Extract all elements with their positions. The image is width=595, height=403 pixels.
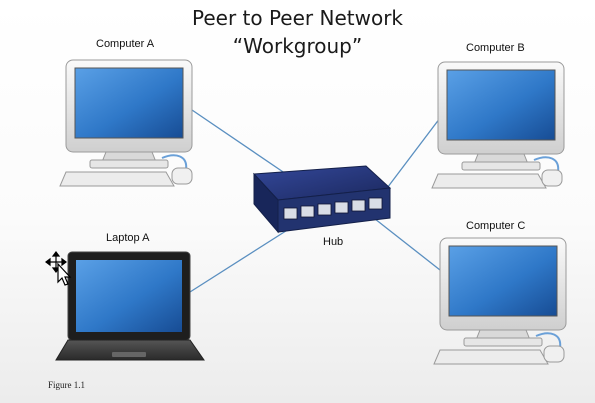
computer-c-monitor-icon <box>433 237 567 365</box>
figure-caption: Figure 1.1 <box>48 380 85 390</box>
computer-c-label: Computer C <box>466 220 526 232</box>
computer-b-label: Computer B <box>466 42 525 54</box>
diagram-title: Peer to Peer Network <box>191 6 403 30</box>
cable-computer-c <box>369 214 441 271</box>
hub-icon <box>252 165 392 234</box>
laptop-a-label: Laptop A <box>106 232 150 244</box>
diagram-subtitle: “Workgroup” <box>232 34 363 58</box>
computer-a-label: Computer A <box>96 38 155 50</box>
cable-computer-a <box>191 109 293 179</box>
laptop-a-icon <box>55 251 205 361</box>
computer-b-monitor-icon <box>431 61 565 189</box>
hub-label: Hub <box>323 236 344 248</box>
computer-a-monitor-icon <box>59 59 193 187</box>
move-cursor-icon <box>45 251 72 286</box>
cable-laptop-a <box>189 221 301 293</box>
